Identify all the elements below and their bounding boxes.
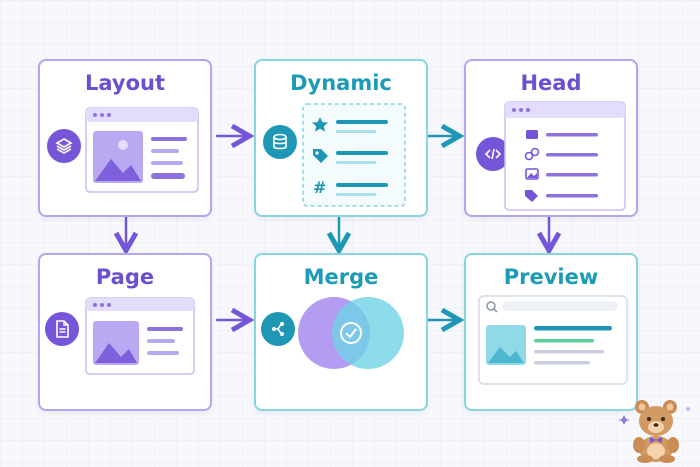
layout-window-illustration [85,107,199,193]
file-icon [45,312,79,346]
tag-icon [313,149,328,163]
card-preview: Preview [464,253,638,411]
card-icon [526,130,538,139]
card-merge: Merge [254,253,428,411]
card-title-preview: Preview [503,265,599,289]
image-icon [525,168,539,180]
page-window-illustration [85,297,195,375]
check-circle-icon [340,322,362,344]
card-title-head: Head [520,71,582,95]
dynamic-data-list: # [302,103,406,207]
card-layout: Layout [38,59,212,217]
svg-text:#: # [313,178,326,197]
search-icon [486,301,498,313]
link-icon [524,147,540,161]
hash-icon: # [313,178,326,197]
card-dynamic: Dynamic # [254,59,428,217]
star-icon [312,117,328,132]
database-icon [263,125,297,159]
card-title-layout: Layout [84,71,165,95]
card-page: Page [38,253,212,411]
teddy-bear-mascot [618,400,690,463]
card-head: Head [464,59,638,217]
layers-icon [47,129,81,163]
head-meta-window [504,101,626,211]
card-title-page: Page [95,265,155,289]
git-merge-icon [261,312,295,346]
preview-search-result [478,295,628,385]
card-title-merge: Merge [303,265,379,289]
card-title-dynamic: Dynamic [290,71,392,95]
tag-icon [525,190,538,202]
merge-venn-illustration [298,297,404,369]
